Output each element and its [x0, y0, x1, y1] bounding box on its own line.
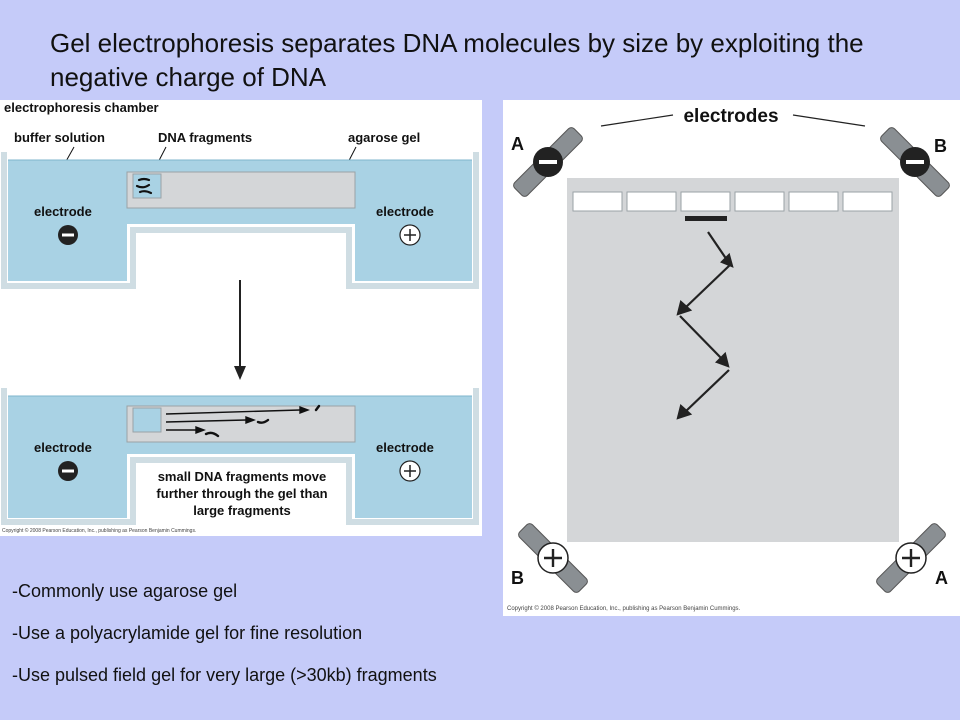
bottom-positive-sign — [404, 465, 416, 477]
top-dna-fragments — [135, 177, 153, 195]
neg-sign-top-right — [906, 160, 924, 164]
electrophoresis-chamber-figure: electrophoresis chamber buffer solution … — [0, 100, 482, 536]
migration-arrow-head-1 — [299, 405, 310, 415]
bullet-item-3: -Use pulsed field gel for very large (>3… — [12, 665, 437, 685]
pulsed-field-figure: electrodes A B B A Copyright © 2 — [503, 100, 960, 616]
zigzag-head-2 — [676, 299, 693, 316]
electrodes-label: electrodes — [683, 106, 778, 127]
chamber-diagram: electrophoresis chamber buffer solution … — [1, 100, 479, 534]
dna-fragments-label: DNA fragments — [158, 130, 252, 145]
top-buffer — [8, 160, 472, 281]
agarose-gel-label: agarose gel — [348, 130, 420, 145]
electrode-bottom-left: B — [511, 523, 588, 593]
bullet-item-2: -Use a polyacrylamide gel for fine resol… — [12, 623, 363, 643]
label-b-bottom: B — [511, 568, 524, 588]
pos-sign-bottom-right — [902, 549, 920, 567]
top-negative-sign — [62, 233, 74, 237]
electrode-top-left: A — [511, 127, 583, 197]
label-a-bottom: A — [935, 568, 948, 588]
lane-well-4 — [734, 191, 785, 212]
bottom-buffer — [8, 396, 472, 518]
top-positive-sign — [404, 229, 416, 241]
dna-band — [685, 216, 727, 221]
neg-sign-top-left — [539, 160, 557, 164]
bullet-item-1: -Commonly use agarose gel — [12, 581, 238, 601]
migration-arrow-2 — [165, 419, 247, 423]
right-copyright: Copyright © 2008 Pearson Education, Inc.… — [507, 605, 741, 612]
label-b-top: B — [934, 136, 947, 156]
caption-line-2: further through the gel than — [156, 486, 327, 501]
top-left-electrode-label: electrode — [34, 204, 92, 219]
caption-line-1: small DNA fragments move — [158, 469, 327, 484]
pulsed-field-diagram: electrodes A B B A Copyright © 2 — [507, 106, 950, 612]
lane-well-5 — [788, 191, 839, 212]
lane-well-6 — [842, 191, 893, 212]
bottom-negative-sign — [62, 469, 74, 473]
caption-line-3: large fragments — [193, 503, 291, 518]
zigzag-seg-3 — [679, 315, 724, 361]
top-right-electrode-label: electrode — [376, 204, 434, 219]
electrode-bottom-right: A — [876, 523, 948, 593]
zigzag-seg-4 — [684, 369, 730, 413]
migration-arrow-head-2 — [245, 415, 256, 425]
top-chamber: electrode electrode — [1, 152, 479, 289]
electrodes-pointer-left — [600, 114, 674, 127]
zigzag-head-1 — [720, 252, 734, 268]
pos-sign-bottom-left — [544, 549, 562, 567]
bottom-gel-well — [132, 407, 162, 433]
bottom-chamber: electrode electrode small DNA fragments … — [1, 388, 479, 525]
bottom-dna-fragments — [204, 404, 321, 438]
bottom-tank-wall — [1, 388, 479, 525]
pf-gel — [567, 178, 899, 542]
migration-arrow-head-3 — [195, 425, 206, 435]
migration-arrows — [165, 405, 310, 435]
slide-title: Gel electrophoresis separates DNA molecu… — [50, 28, 864, 92]
zigzag-path — [676, 231, 734, 420]
zigzag-head-3 — [715, 351, 730, 368]
zigzag-head-4 — [676, 403, 693, 420]
process-arrow-head — [234, 366, 246, 380]
chamber-label: electrophoresis chamber — [4, 100, 159, 115]
lane-well-2 — [626, 191, 677, 212]
bullet-list: -Commonly use agarose gel -Use a polyacr… — [12, 580, 437, 706]
migration-arrow-1 — [165, 409, 301, 415]
bottom-left-electrode-label: electrode — [34, 440, 92, 455]
top-gel — [126, 171, 356, 209]
process-arrow — [234, 280, 246, 380]
lane-well-1 — [572, 191, 623, 212]
zigzag-seg-1 — [707, 231, 728, 261]
top-tank-wall — [1, 152, 479, 289]
electrode-top-right: B — [880, 127, 950, 197]
buffer-label: buffer solution — [14, 130, 105, 145]
pf-lanes — [572, 191, 893, 212]
left-copyright: Copyright © 2008 Pearson Education, Inc.… — [2, 527, 196, 534]
lane-well-3 — [680, 191, 731, 212]
electrodes-pointer-right — [792, 114, 866, 127]
bottom-right-electrode-label: electrode — [376, 440, 434, 455]
label-a-top: A — [511, 134, 524, 154]
zigzag-seg-2 — [684, 263, 732, 309]
